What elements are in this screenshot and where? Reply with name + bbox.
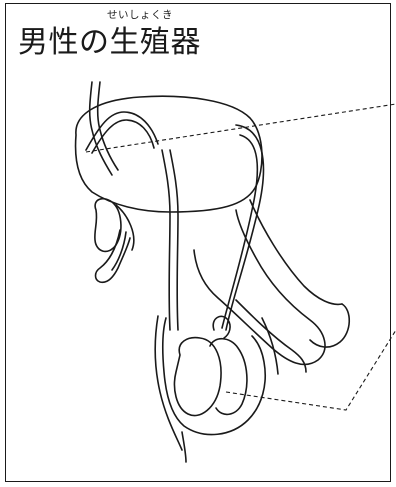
ejaculatory-duct-inner [111,231,127,271]
hip-contour [261,317,279,375]
title-furigana: せいしょくき [107,9,173,21]
glans-outline [309,303,351,348]
bladder-outline [74,95,263,213]
worksheet-frame [5,3,391,482]
title-main: 生殖器 [109,25,201,60]
penis-inner-top [249,199,343,306]
testis-right [209,337,248,416]
callout-line-testis [225,329,396,411]
vas-deferens-long-outer [225,124,265,331]
vas-deferens-a [85,111,159,151]
callout-line-bladder [85,103,396,153]
ureter-left-inner [96,81,119,171]
scrotum-outline [161,317,267,436]
ureter-left [88,81,113,176]
urethra-b [169,149,179,331]
epididymis [212,315,231,339]
urethra-a [161,149,171,331]
page-title: 男性の生殖器 [18,17,201,61]
body-contour-left [154,315,183,451]
vas-deferens-b [91,119,155,154]
vas-deferens-long-inner [221,134,259,329]
penis-outline [193,209,326,366]
penis-inner-bottom [235,299,307,373]
title-prefix: 男性の [18,25,110,60]
testis-left [173,336,222,417]
ejaculatory-duct [94,229,131,284]
body-contour-bottom [181,431,187,463]
seminal-vesicle-detail [115,204,135,251]
